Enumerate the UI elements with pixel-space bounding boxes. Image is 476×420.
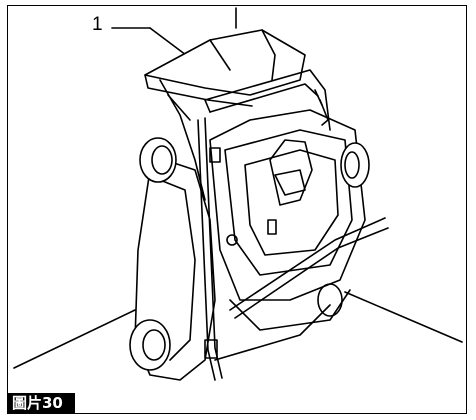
- hinge-lower: [204, 339, 218, 359]
- floor-line-right: [344, 291, 463, 343]
- wheel-top-left: [139, 137, 177, 183]
- wheel-right: [340, 142, 370, 188]
- wheel-bottom-left: [129, 319, 171, 371]
- stroller-body: [134, 109, 366, 381]
- bumper-bar-inner: [234, 227, 389, 319]
- pivot: [226, 234, 238, 246]
- basket-frame: [214, 304, 331, 361]
- floor-line-left: [13, 309, 136, 369]
- hinge-upper: [209, 147, 221, 163]
- brake-lever: [319, 99, 329, 126]
- lower-frame: [229, 289, 351, 331]
- wheel-bottom-right: [317, 283, 343, 317]
- latch: [267, 219, 277, 235]
- left-rail: [197, 119, 216, 381]
- callout-leader: [149, 27, 191, 59]
- figure-caption: 圖片30: [7, 393, 75, 414]
- callout-label: 1: [92, 14, 103, 35]
- left-rail-inner: [204, 117, 223, 379]
- bumper-bar: [229, 217, 386, 311]
